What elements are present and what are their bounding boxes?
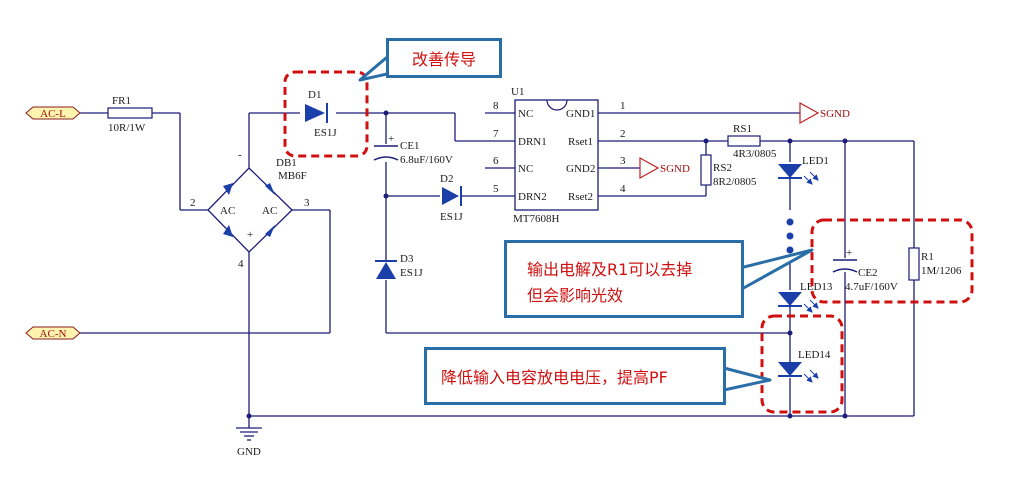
gnd-symbol [236, 427, 262, 441]
ic-u1: U1 MT7608H 8 NC 7 DRN1 6 NC 5 DRN2 1 GND… [493, 86, 626, 225]
led-led14: LED14 [778, 349, 831, 383]
highlight-d1 [283, 70, 369, 158]
ce1-ref: CE1 [400, 140, 420, 152]
fuse-fr1: FR1 10R/1W [107, 95, 153, 134]
sgnd2-label: SGND [660, 163, 690, 175]
diode-d1: D1 ES1J [305, 89, 337, 139]
ic-pin-1-num: 1 [620, 100, 626, 112]
rs2-ref: RS2 [713, 162, 732, 174]
callout-bottom-text: 降低输入电容放电电压，提高PF [441, 368, 668, 387]
port-ac-l: AC-L [25, 106, 81, 120]
r1-ref: R1 [921, 251, 934, 263]
ic-pin-2-num: 2 [620, 128, 626, 140]
bridge-pin2: 2 [190, 197, 196, 209]
d3-value: ES1J [400, 267, 423, 279]
bridge-minus: - [238, 149, 242, 161]
capacitor-ce1: + CE1 6.8uF/160V [373, 133, 453, 166]
diode-d2: D2 ES1J [440, 173, 463, 223]
db1-value: MB6F [278, 170, 307, 182]
bridge-pin4: 4 [238, 258, 244, 270]
ce2-ref: CE2 [858, 267, 878, 279]
led14-ref: LED14 [798, 349, 831, 361]
fr1-ref: FR1 [112, 95, 131, 107]
callout-middle-line2: 但会影响光效 [527, 286, 624, 305]
ic-pin-3-num: 3 [620, 155, 626, 167]
callout-bottom: 降低输入电容放电电压，提高PF [424, 347, 726, 405]
rs2-value: 8R2/0805 [713, 176, 757, 188]
highlight-led14 [760, 314, 844, 414]
d2-value: ES1J [440, 211, 463, 223]
callout-top: 改善传导 [386, 38, 502, 78]
bridge-db1: AC AC DB1 MB6F 2 3 4 - + [190, 149, 310, 270]
ic-pin-7-num: 7 [493, 128, 499, 140]
capacitor-ce2: + CE2 4.7uF/160V [832, 247, 898, 293]
led-string-dots [786, 218, 794, 254]
highlight-ce2-r1 [810, 218, 974, 304]
d1-value: ES1J [314, 127, 337, 139]
ce1-plus: + [388, 133, 394, 145]
led13-ref: LED13 [800, 281, 833, 293]
led-led1: LED1 [778, 155, 829, 185]
port-ac-n-label: AC-N [40, 328, 67, 340]
ic-pin-7-name: DRN1 [518, 136, 547, 148]
d2-ref: D2 [440, 173, 453, 185]
callout-middle-line1: 输出电解及R1可以去掉 [527, 260, 693, 279]
u1-ref: U1 [511, 86, 524, 98]
ic-pin-3-name: GND2 [566, 163, 595, 175]
db1-ref: DB1 [276, 157, 297, 169]
resistor-rs2: RS2 8R2/0805 [700, 154, 757, 188]
ic-pin-6-name: NC [518, 163, 533, 175]
d1-ref: D1 [308, 89, 321, 101]
rs1-value: 4R3/0805 [733, 148, 777, 160]
junctions [246, 110, 848, 419]
ic-pin-2-name: Rset1 [568, 136, 593, 148]
r1-value: 1M/1206 [921, 265, 962, 277]
callout-pointers [358, 56, 814, 392]
ic-pin-4-name: Rset2 [568, 191, 593, 203]
bridge-plus: + [247, 229, 253, 241]
rs1-ref: RS1 [733, 123, 752, 135]
callout-top-text: 改善传导 [411, 50, 476, 69]
ic-pin-6-num: 6 [493, 155, 499, 167]
port-ac-n: AC-N [25, 326, 81, 340]
d3-ref: D3 [400, 253, 414, 265]
gnd-label: GND [237, 446, 261, 458]
wires [80, 112, 915, 428]
ce2-value: 4.7uF/160V [845, 281, 898, 293]
highlights [283, 70, 974, 414]
sgnd1-label: SGND [820, 108, 850, 120]
resistor-r1: R1 1M/1206 [908, 247, 962, 281]
u1-part: MT7608H [513, 213, 560, 225]
led1-ref: LED1 [802, 155, 829, 167]
resistor-rs1: RS1 4R3/0805 [727, 123, 777, 160]
sgnd-symbol-2: SGND [639, 156, 690, 180]
ic-pin-4-num: 4 [620, 183, 626, 195]
sgnd-symbol-1: SGND [799, 101, 850, 125]
ic-pin-8-num: 8 [493, 100, 499, 112]
bridge-ac1: AC [220, 205, 235, 217]
port-ac-l-label: AC-L [40, 108, 66, 120]
ic-pin-5-num: 5 [493, 183, 499, 195]
led-led13: LED13 [778, 281, 833, 313]
fr1-value: 10R/1W [108, 122, 146, 134]
bridge-pin3: 3 [304, 197, 310, 209]
callout-middle: 输出电解及R1可以去掉 但会影响光效 [504, 240, 744, 318]
ic-pin-5-name: DRN2 [518, 191, 547, 203]
ce1-value: 6.8uF/160V [400, 154, 453, 166]
ic-pin-1-name: GND1 [566, 108, 595, 120]
ce2-plus: + [846, 247, 852, 259]
ic-pin-8-name: NC [518, 108, 533, 120]
bridge-ac2: AC [262, 205, 277, 217]
diode-d3: D3 ES1J [375, 253, 423, 279]
